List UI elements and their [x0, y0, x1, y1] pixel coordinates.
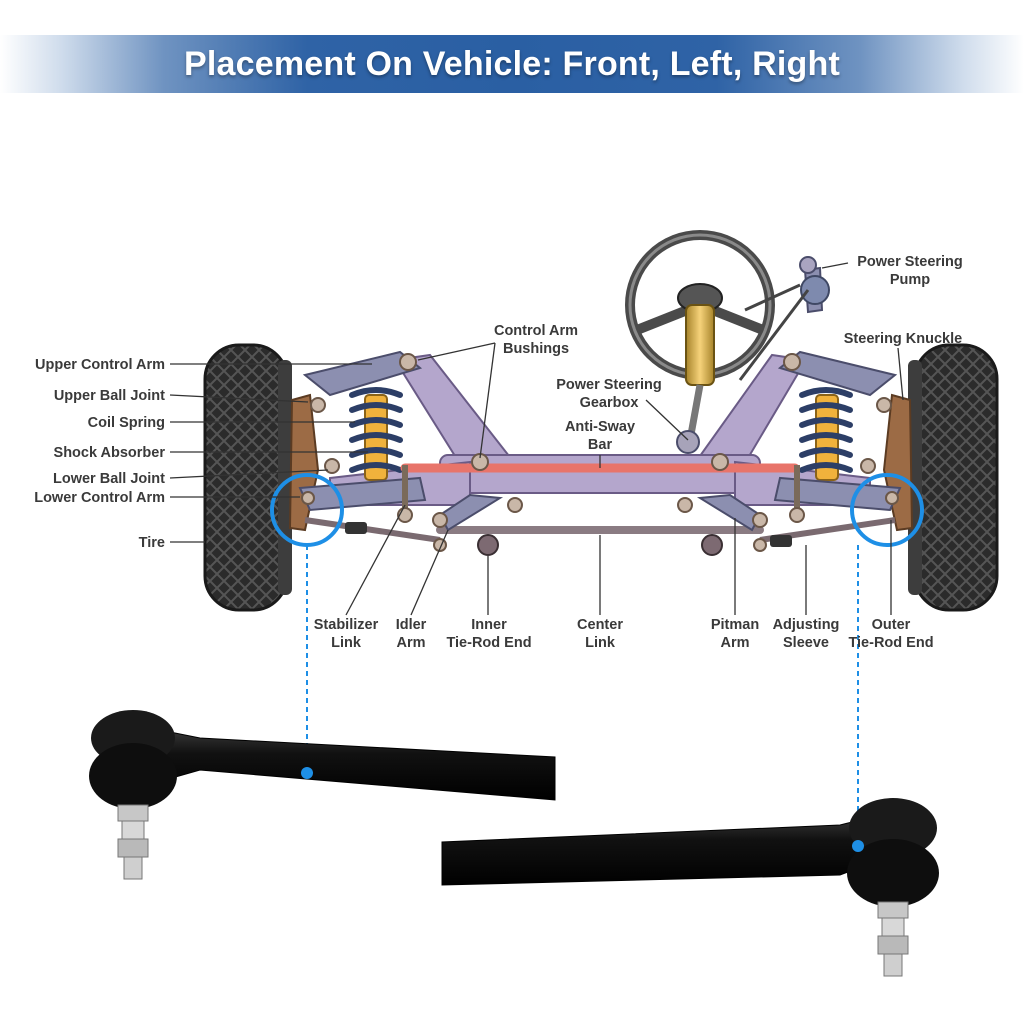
right-tire — [908, 343, 999, 612]
left-upper-control-arm — [302, 350, 423, 397]
label-inner-tie-rod-end-1: Inner — [471, 617, 507, 633]
label-outer-tie-rod-end-1: Outer — [872, 617, 911, 633]
right-upper-control-arm — [777, 350, 898, 397]
label-tire: Tire — [139, 535, 165, 551]
title-banner: Placement On Vehicle: Front, Left, Right — [0, 35, 1024, 93]
label-anti-sway-bar-2: Bar — [588, 437, 613, 453]
label-center-link-1: Center — [577, 617, 623, 633]
label-control-arm-bushings-1: Control Arm — [494, 323, 578, 339]
label-power-steering-pump-1: Power Steering — [857, 254, 963, 270]
label-steering-knuckle: Steering Knuckle — [844, 331, 962, 347]
label-anti-sway-bar-1: Anti-Sway — [565, 419, 635, 435]
label-idler-arm-2: Arm — [396, 635, 425, 651]
label-power-steering-pump-2: Pump — [890, 272, 930, 288]
label-coil-spring: Coil Spring — [88, 415, 165, 431]
part-labels: Upper Control Arm Upper Ball Joint Coil … — [34, 254, 963, 651]
label-shock-absorber: Shock Absorber — [54, 445, 166, 461]
left-tie-rod-end-product — [89, 710, 556, 880]
power-steering-gearbox — [676, 430, 700, 454]
bushings — [301, 353, 899, 552]
left-tire — [203, 343, 292, 612]
label-adjusting-sleeve-2: Sleeve — [783, 635, 829, 651]
label-outer-tie-rod-end-2: Tie-Rod End — [848, 635, 933, 651]
right-tie-rod-end-product — [441, 798, 939, 977]
label-stabilizer-link-1: Stabilizer — [314, 617, 379, 633]
steering-column — [685, 304, 715, 386]
label-power-steering-gearbox-2: Gearbox — [580, 395, 639, 411]
label-upper-ball-joint: Upper Ball Joint — [54, 388, 165, 404]
label-pitman-arm-2: Arm — [720, 635, 749, 651]
right-adjusting-sleeve — [770, 535, 792, 547]
label-stabilizer-link-2: Link — [331, 635, 362, 651]
label-control-arm-bushings-2: Bushings — [503, 341, 569, 357]
right-highlight-circle — [850, 473, 924, 547]
left-coil-spring — [349, 387, 403, 473]
inner-tie-rod-end-left — [477, 534, 499, 556]
label-lower-control-arm: Lower Control Arm — [34, 490, 165, 506]
label-upper-control-arm: Upper Control Arm — [35, 357, 165, 373]
inner-tie-rod-end-right — [701, 534, 723, 556]
page-title: Placement On Vehicle: Front, Left, Right — [184, 45, 840, 83]
label-power-steering-gearbox-1: Power Steering — [556, 377, 662, 393]
power-steering-pump — [738, 256, 830, 381]
label-idler-arm-1: Idler — [396, 617, 427, 633]
right-coil-spring — [799, 387, 853, 473]
left-tie-rod — [304, 517, 441, 543]
label-adjusting-sleeve-1: Adjusting — [773, 617, 840, 633]
label-inner-tie-rod-end-2: Tie-Rod End — [446, 635, 531, 651]
left-adjusting-sleeve — [345, 522, 367, 534]
label-pitman-arm-1: Pitman — [711, 617, 759, 633]
label-center-link-2: Link — [585, 635, 616, 651]
leader-lines — [169, 262, 904, 616]
label-lower-ball-joint: Lower Ball Joint — [53, 471, 165, 487]
